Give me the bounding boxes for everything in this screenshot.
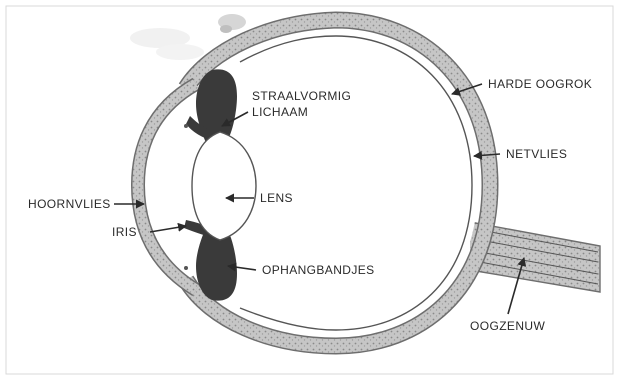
label-retina: NETVLIES: [506, 147, 567, 161]
label-ciliary-body: STRAALVORMIG: [252, 89, 351, 103]
label-lens: LENS: [260, 191, 293, 205]
label-sclera: HARDE OOGROK: [488, 77, 592, 91]
anterior-chamber-dot: [184, 124, 188, 128]
anterior-chamber-dot: [184, 266, 188, 270]
label-iris: IRIS: [112, 225, 137, 239]
label-ciliary-body: LICHAAM: [252, 105, 308, 119]
label-cornea: HOORNVLIES: [28, 197, 111, 211]
label-zonules: OPHANGBANDJES: [262, 263, 375, 277]
label-optic-nerve: OOGZENUW: [470, 319, 545, 333]
